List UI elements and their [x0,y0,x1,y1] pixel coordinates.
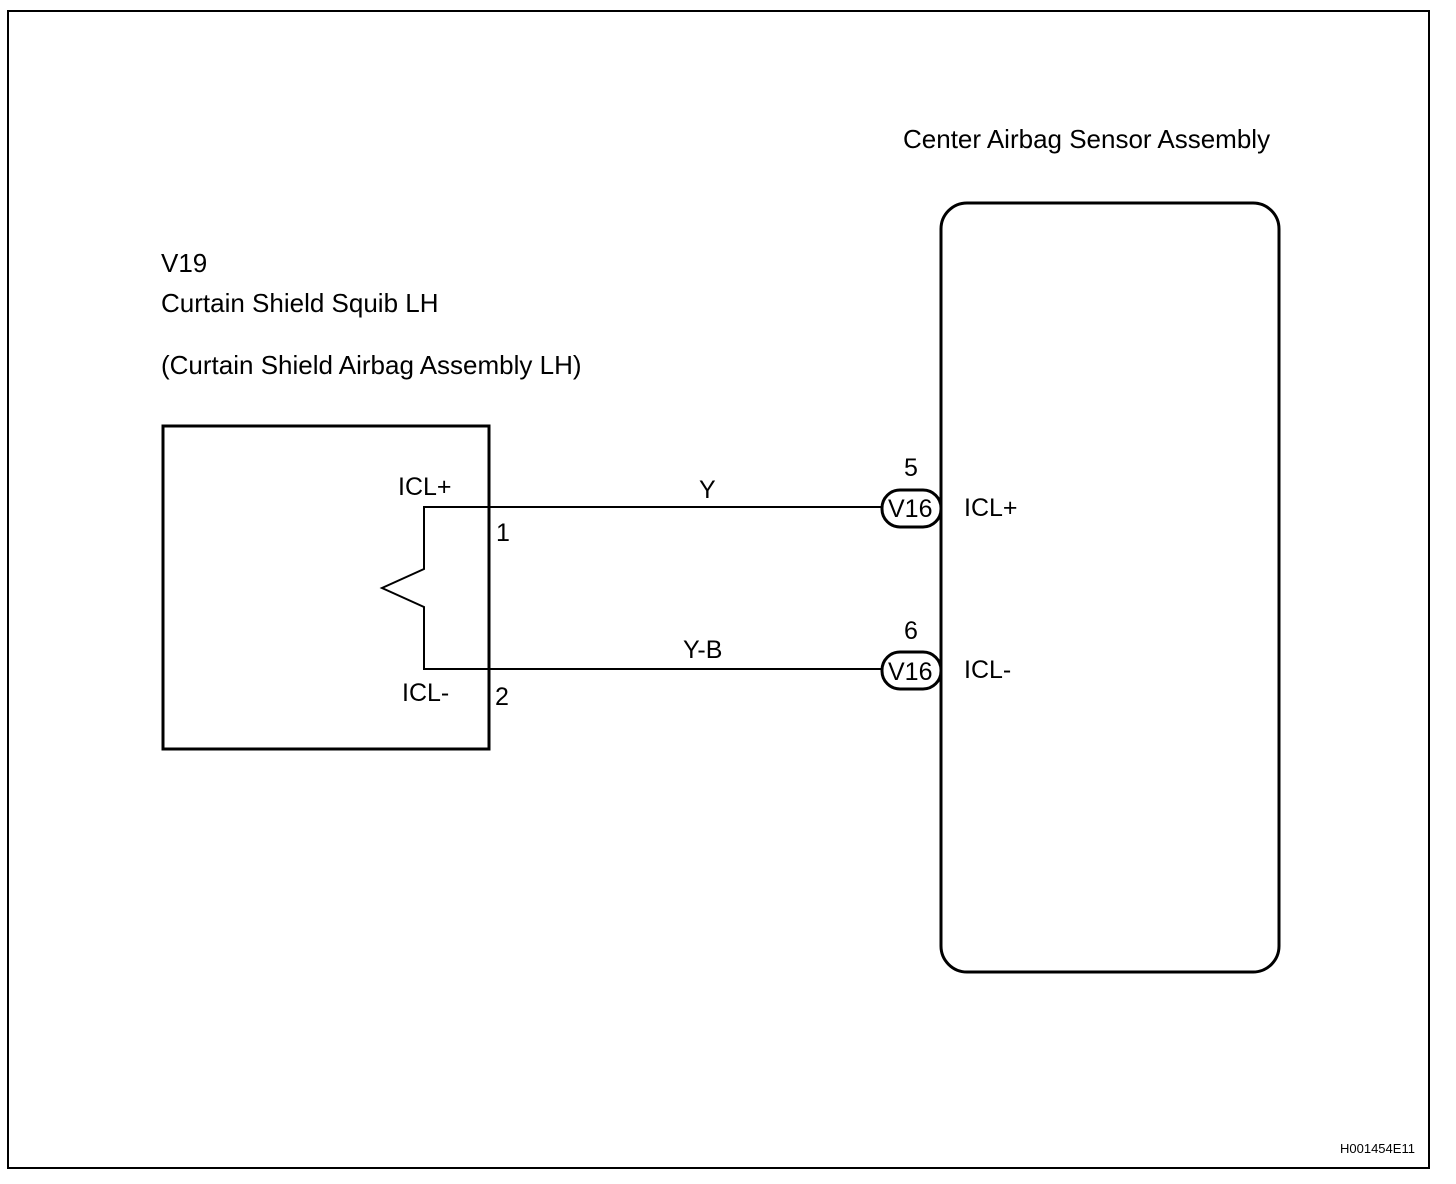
squib-pin-neg-label: ICL- [402,679,449,707]
squib-pin-pos-number: 1 [496,519,510,547]
diagram-border [7,10,1430,1169]
squib-name: Curtain Shield Squib LH [161,288,439,318]
squib-element-symbol [379,506,489,670]
figure-code: H001454E11 [1340,1141,1415,1156]
squib-pin-neg-number: 2 [495,683,509,711]
squib-box [161,424,491,751]
connector-neg [880,650,943,691]
sensor-box [939,201,1281,974]
squib-assembly: (Curtain Shield Airbag Assembly LH) [161,350,582,380]
connector-pos [880,488,943,529]
squib-code: V19 [161,248,207,278]
sensor-pin-neg-label: ICL- [964,656,1011,684]
squib-pin-pos-label: ICL+ [398,473,452,501]
wire-negative-color: Y-B [683,636,722,664]
wire-positive-color: Y [699,476,716,504]
connector-neg-code: V16 [888,658,932,686]
sensor-pin-pos-number: 5 [904,454,918,482]
sensor-pin-pos-label: ICL+ [964,494,1018,522]
sensor-pin-neg-number: 6 [904,617,918,645]
connector-pos-code: V16 [888,495,932,523]
sensor-title: Center Airbag Sensor Assembly [903,124,1270,154]
